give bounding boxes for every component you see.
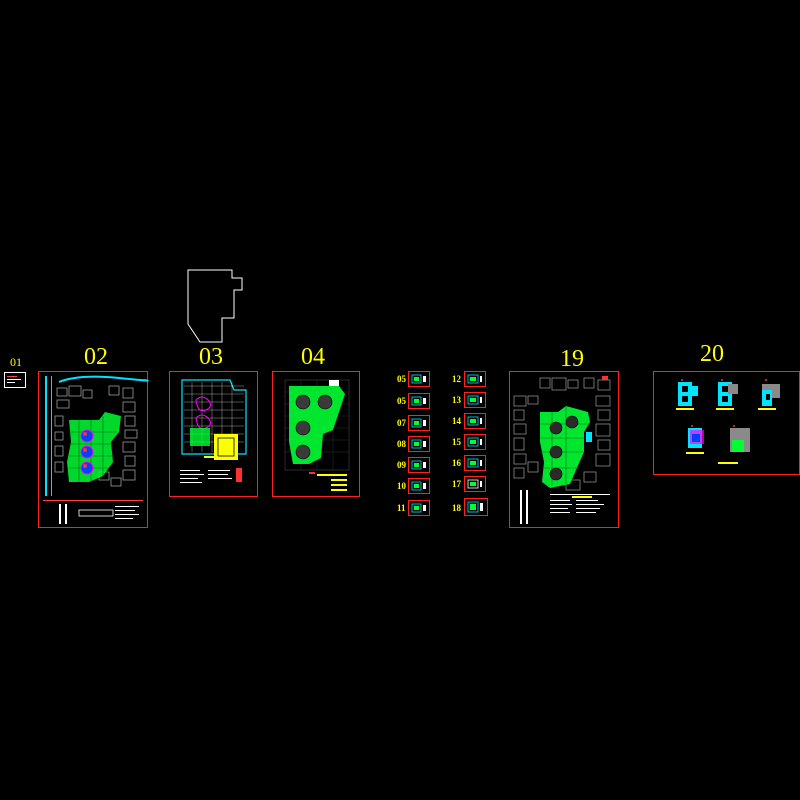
sheet-20-detail-panels [676,379,780,464]
sheet-13-thumb [467,395,482,405]
sheet-08-thumb [411,439,426,449]
sheet-label-08: 08 [397,439,406,449]
sheet-label-19: 19 [560,346,584,372]
sheet-14-thumb [467,416,482,426]
sheet-12-thumb [467,374,482,384]
sheet-19-site-plan [513,376,611,524]
sheet-17-thumb [467,479,482,489]
sheet-08-frame[interactable] [408,436,430,452]
sheet-07-frame[interactable] [408,415,430,431]
sheet-01-content [7,376,21,383]
sheet-04-frame[interactable] [272,371,360,497]
sheet-label-17: 17 [452,479,461,489]
sheet-17-frame[interactable] [464,476,486,492]
sheet-09-thumb [411,460,426,470]
sheet-label-20: 20 [700,341,724,367]
sheet-label-15: 15 [452,437,461,447]
sheet-05a-thumb [411,374,426,384]
sheet-label-01: 01 [10,355,22,369]
sheet-05a-frame[interactable] [408,371,430,387]
sheet-label-18: 18 [452,503,461,513]
sheet-label-04: 04 [301,344,325,370]
sheet-03-grid-plan [180,379,247,483]
sheet-label-07: 07 [397,418,406,428]
sheet-11-frame[interactable] [408,500,430,516]
sheet-02-site-plan [43,375,149,524]
sheet-label-02: 02 [84,344,108,370]
site-outline-sketch [187,269,243,343]
sheet-11-thumb [411,503,426,513]
sheet-label-09: 09 [397,460,406,470]
detail-panel-1 [676,382,698,410]
sheet-label-12: 12 [452,374,461,384]
detail-panel-3 [758,384,780,410]
sheet-04-paving-plan [284,379,350,491]
detail-panel-5 [718,428,750,464]
sheet-14-frame[interactable] [464,413,486,429]
sheet-09-frame[interactable] [408,457,430,473]
sheet-02-frame[interactable] [38,371,149,528]
sheet-19-frame[interactable] [509,371,619,528]
sheet-07-thumb [411,418,426,428]
sheet-20-frame[interactable] [653,371,800,475]
sheet-03-frame[interactable] [169,371,258,497]
sheet-13-frame[interactable] [464,392,486,408]
sheet-label-11: 11 [397,503,406,513]
sheet-05b-thumb [411,396,426,406]
sheet-01-frame[interactable] [4,372,26,388]
sheet-label-14: 14 [452,416,461,426]
sheet-label-05a: 05 [397,374,406,384]
sheet-15-thumb [467,437,482,447]
sheet-05b-frame[interactable] [408,393,430,409]
sheet-label-05b: 05 [397,396,406,406]
sheet-label-13: 13 [452,395,461,405]
sheet-15-frame[interactable] [464,434,486,450]
sheet-12-frame[interactable] [464,371,486,387]
sheet-10-frame[interactable] [408,478,430,494]
detail-panel-2 [716,382,738,410]
sheet-label-03: 03 [199,344,223,370]
sheet-label-10: 10 [397,481,406,491]
sheet-18-frame[interactable] [464,498,488,516]
detail-panel-4 [686,428,704,454]
sheet-16-thumb [467,458,482,468]
sheet-18-thumb [467,501,483,513]
sheet-16-frame[interactable] [464,455,486,471]
sheet-label-16: 16 [452,458,461,468]
sheet-10-thumb [411,481,426,491]
